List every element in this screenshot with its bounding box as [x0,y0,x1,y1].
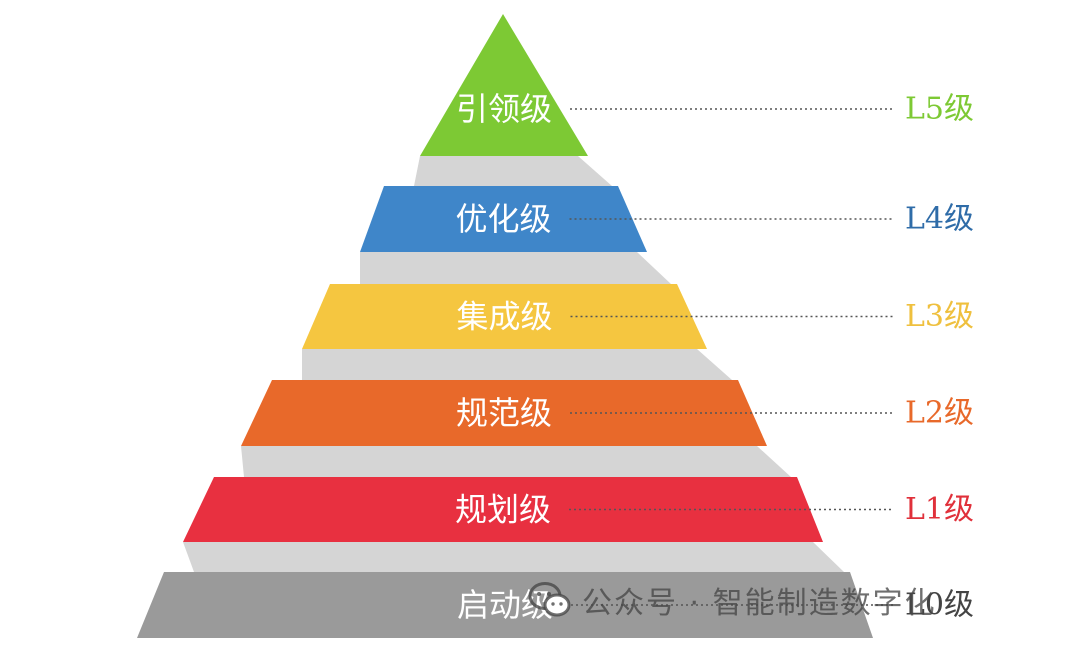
tier-l0 [137,572,873,638]
watermark-text: 公众号 · 智能制造数字化 [582,586,937,621]
tier-shadow [414,156,612,186]
tier-l1 [183,477,823,542]
pyramid-shadows [183,156,844,572]
tier-label-l1: 规划级 [455,491,551,529]
level-labels: L5级 L4级 L3级 L2级 L1级 L0级 [905,92,974,623]
tier-l5 [420,14,588,156]
tier-label-l2: 规范级 [456,394,552,432]
watermark: 公众号 · 智能制造数字化 [528,578,937,622]
tier-shadow [241,446,791,477]
leader-lines [569,108,893,606]
level-label-l1: L1级 [905,492,974,527]
tier-shadow [183,542,844,572]
tier-label-l3: 集成级 [456,298,552,336]
tier-l3 [302,284,707,349]
level-label-l3: L3级 [905,299,974,334]
level-label-l4: L4级 [905,202,974,237]
level-label-l5: L5级 [905,92,974,127]
tier-label-l4: 优化级 [455,200,551,238]
tier-label-l5: 引领级 [456,90,552,128]
level-label-l2: L2级 [905,396,974,431]
tier-shadow [302,349,732,380]
tier-l4 [360,186,647,252]
tier-l2 [241,380,767,446]
wechat-icon [528,582,571,617]
tier-shadow [360,252,671,284]
level-label-l0: L0级 [905,588,974,623]
